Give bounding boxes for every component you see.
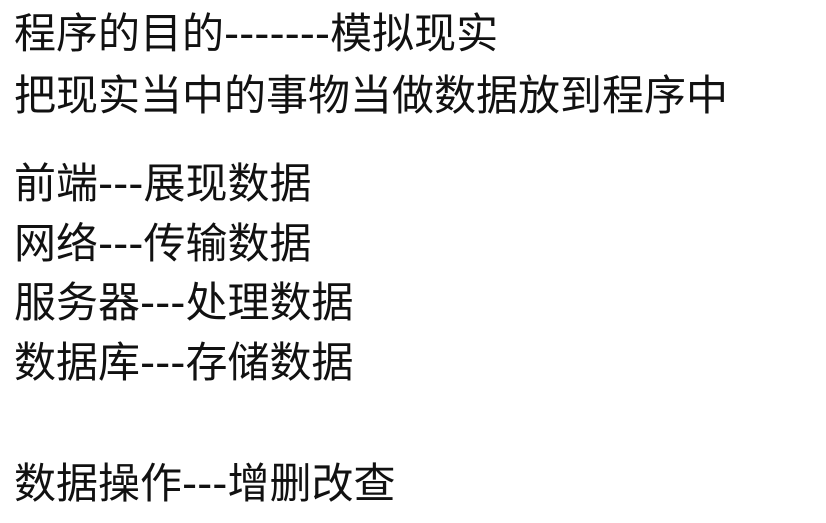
text-line-frontend: 前端---展现数据 xyxy=(14,159,312,208)
text-line-network: 网络---传输数据 xyxy=(14,219,312,268)
text-line-data-operations: 数据操作---增删改查 xyxy=(14,459,396,508)
text-line-database: 数据库---存储数据 xyxy=(14,338,354,387)
text-line-program-purpose: 程序的目的-------模拟现实 xyxy=(14,9,499,58)
text-line-data-into-program: 把现实当中的事物当做数据放到程序中 xyxy=(14,71,729,120)
text-line-server: 服务器---处理数据 xyxy=(14,278,354,327)
